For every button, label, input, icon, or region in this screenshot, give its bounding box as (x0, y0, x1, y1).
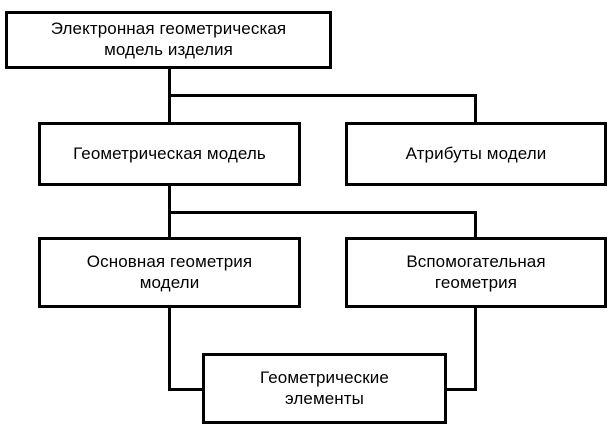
node-main-geometry: Основная геометрия модели (38, 237, 301, 308)
node-geometric-model-label: Геометрическая модель (73, 143, 266, 163)
node-root-label: Электронная геометрическая модель издели… (50, 19, 287, 59)
node-auxiliary-geometry: Вспомогательная геометрия (345, 237, 607, 308)
node-main-geometry-label: Основная геометрия модели (86, 251, 253, 292)
connector-main-geometry-to-elements-horizontal (168, 388, 205, 391)
node-geometric-elements-label: Геометрические элементы (260, 367, 389, 408)
node-geometric-elements: Геометрические элементы (202, 353, 447, 424)
node-root: Электронная геометрическая модель издели… (5, 11, 332, 69)
node-model-attributes: Атрибуты модели (345, 122, 607, 186)
node-geometric-model: Геометрическая модель (38, 122, 301, 186)
connector-root-to-geometric-model (168, 94, 171, 125)
connector-geometric-model-to-auxiliary-geometry (474, 211, 477, 240)
connector-geometric-model-to-main-geometry (168, 211, 171, 240)
connector-root-to-model-attributes (474, 94, 477, 125)
node-auxiliary-geometry-label: Вспомогательная геометрия (406, 251, 546, 292)
connector-root-stem (168, 69, 171, 97)
connector-geometric-model-bus (168, 211, 477, 214)
node-model-attributes-label: Атрибуты модели (405, 143, 547, 163)
connector-geometric-model-stem (168, 186, 171, 214)
connector-root-bus (168, 94, 477, 97)
connector-main-geometry-to-elements-vertical (168, 308, 171, 391)
connector-auxiliary-geometry-to-elements-vertical (474, 308, 477, 391)
connector-auxiliary-geometry-to-elements-horizontal (444, 388, 477, 391)
